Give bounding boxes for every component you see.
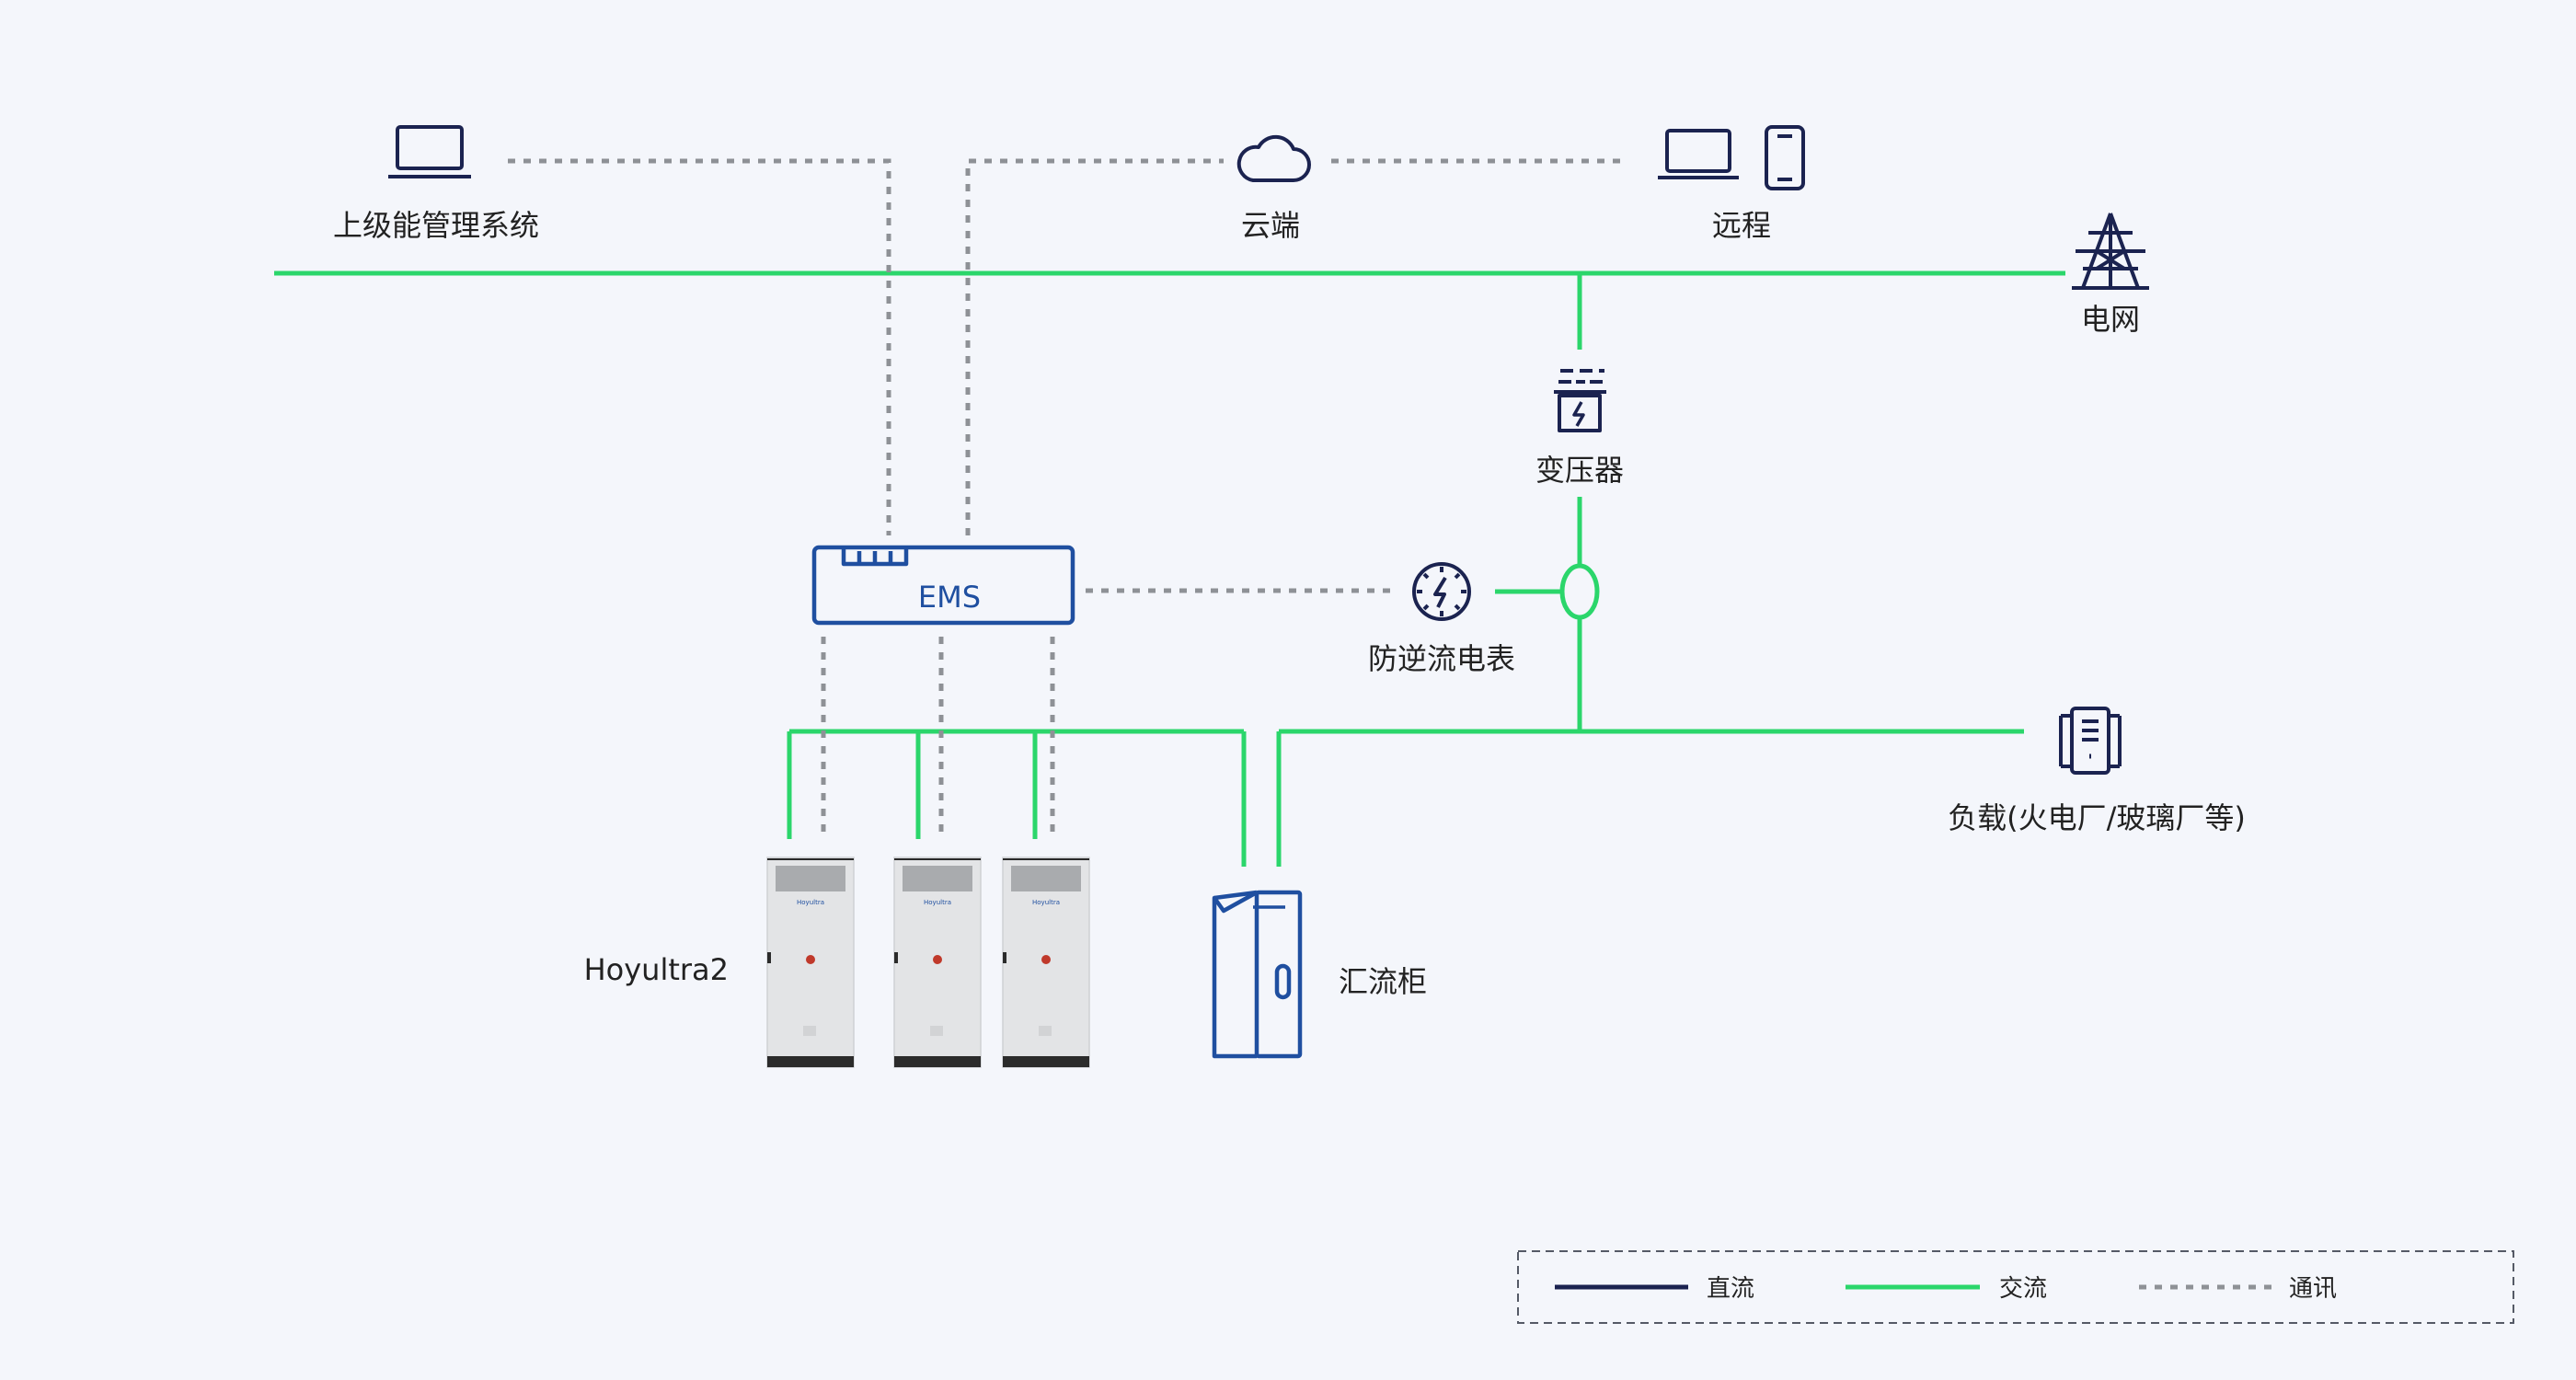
grid-node: 电网 [2072,213,2149,337]
legend-frame [1517,1250,2514,1324]
load-node: 负载(火电厂/玻璃厂等) [1948,707,2246,835]
grid-label: 电网 [2081,302,2140,337]
transformer-label: 变压器 [1535,453,1624,488]
legend: 直流 交流 通讯 [1517,1250,2514,1324]
cabinet-icon[interactable] [1212,890,1303,1059]
meter-icon [1412,562,1471,621]
svg-text:Hoyultra: Hoyultra [1032,899,1060,906]
remote-node: 远程 [1658,125,1805,243]
phone-icon [1765,125,1805,190]
power-tower-icon [2072,213,2149,290]
upper-ems-label: 上级能管理系统 [333,208,539,243]
ct-sensor-icon [1559,563,1600,620]
svg-text:Hoyultra: Hoyultra [797,899,824,906]
meter-node: 防逆流电表 [1368,562,1515,676]
combiner-label: 汇流柜 [1339,964,1427,999]
laptop-icon [1658,129,1739,179]
ems-node[interactable]: EMS [811,545,1075,626]
battery-group: Hoyultra Hoyultra Hoyultra Hoyult [584,857,1090,1068]
meter-label: 防逆流电表 [1368,641,1515,676]
ems-port-icon [841,549,909,567]
combiner-node: 汇流柜 [1212,890,1427,1059]
cloud-icon [1236,134,1311,182]
ems-label: EMS [918,580,981,615]
transformer-node: 变压器 [1535,369,1624,488]
upper-ems-node: 上级能管理系统 [333,125,539,243]
legend-comm-label: 通讯 [2289,1275,2337,1303]
factory-load-icon [2059,707,2122,775]
cloud-node: 云端 [1236,134,1311,243]
comm-lines [508,158,1624,839]
comm-cloud [965,158,1224,535]
svg-text:Hoyultra: Hoyultra [924,899,951,906]
battery-cabinet[interactable]: Hoyultra [766,857,855,1068]
comm-upper-ems [508,158,891,535]
battery-cabinet[interactable]: Hoyultra [1002,857,1090,1068]
remote-label: 远程 [1712,208,1771,243]
battery-cabinet[interactable]: Hoyultra [893,857,982,1068]
laptop-icon [388,125,471,178]
transformer-icon [1554,369,1606,432]
ac-lines [274,270,2065,867]
battery-label: Hoyultra2 [584,952,729,987]
legend-ac-label: 交流 [1999,1275,2047,1303]
legend-dc-label: 直流 [1707,1275,1754,1303]
ems-box[interactable] [811,545,1075,626]
load-label: 负载(火电厂/玻璃厂等) [1948,800,2246,835]
cloud-label: 云端 [1241,208,1300,243]
